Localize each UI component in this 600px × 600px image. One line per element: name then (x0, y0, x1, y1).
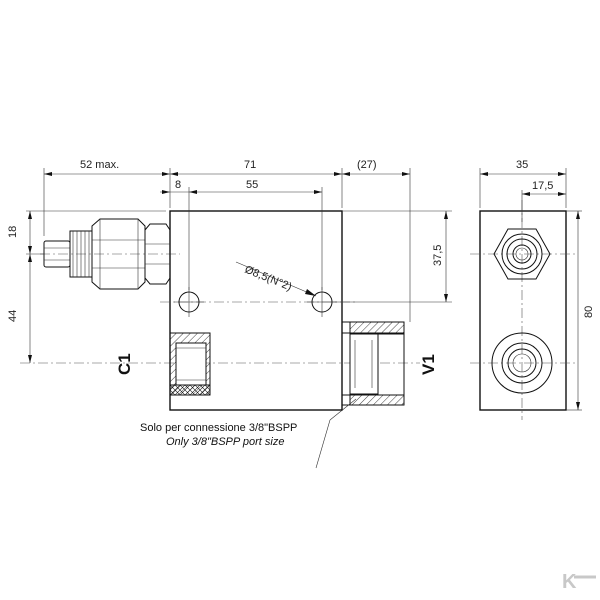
adjuster-locknut (91, 218, 146, 290)
dim-35: 35 (516, 159, 528, 171)
port-c1 (169, 332, 211, 396)
dim-52-max: 52 max. (80, 159, 119, 171)
port-label-c1: C1 (115, 353, 134, 375)
note-italian: Solo per connessione 3/8"BSPP (140, 422, 297, 434)
valve-body (169, 210, 343, 411)
adjuster-body-nut (144, 223, 171, 285)
dim-8: 8 (175, 179, 181, 191)
brand-logo: K (562, 571, 596, 593)
side-top-fitting (493, 228, 551, 280)
hole-label: Ø8,5(N°2) (243, 264, 294, 294)
dim-71: 71 (244, 159, 256, 171)
hole-leader-arrow (305, 289, 316, 296)
port-label-v1: V1 (419, 354, 438, 375)
port-v1 (341, 321, 405, 406)
note-english: Only 3/8"BSPP port size (166, 436, 284, 448)
dimension-lines: 52 max. 71 (27) 8 55 18 44 37,5 (7, 159, 452, 363)
svg-text:K: K (562, 571, 577, 593)
dim-80: 80 (583, 306, 595, 318)
pressure-adjuster (43, 218, 171, 290)
dim-55: 55 (246, 179, 258, 191)
dim-37-5: 37,5 (432, 245, 444, 266)
dim-18: 18 (7, 226, 19, 238)
dim-17-5: 17,5 (532, 180, 553, 192)
dim-27: (27) (357, 159, 377, 171)
hole-leader-line (235, 261, 317, 297)
side-body (479, 210, 567, 411)
dim-44: 44 (7, 310, 19, 322)
side-bottom-port (491, 332, 553, 394)
side-view: 35 17,5 80 (470, 159, 595, 420)
